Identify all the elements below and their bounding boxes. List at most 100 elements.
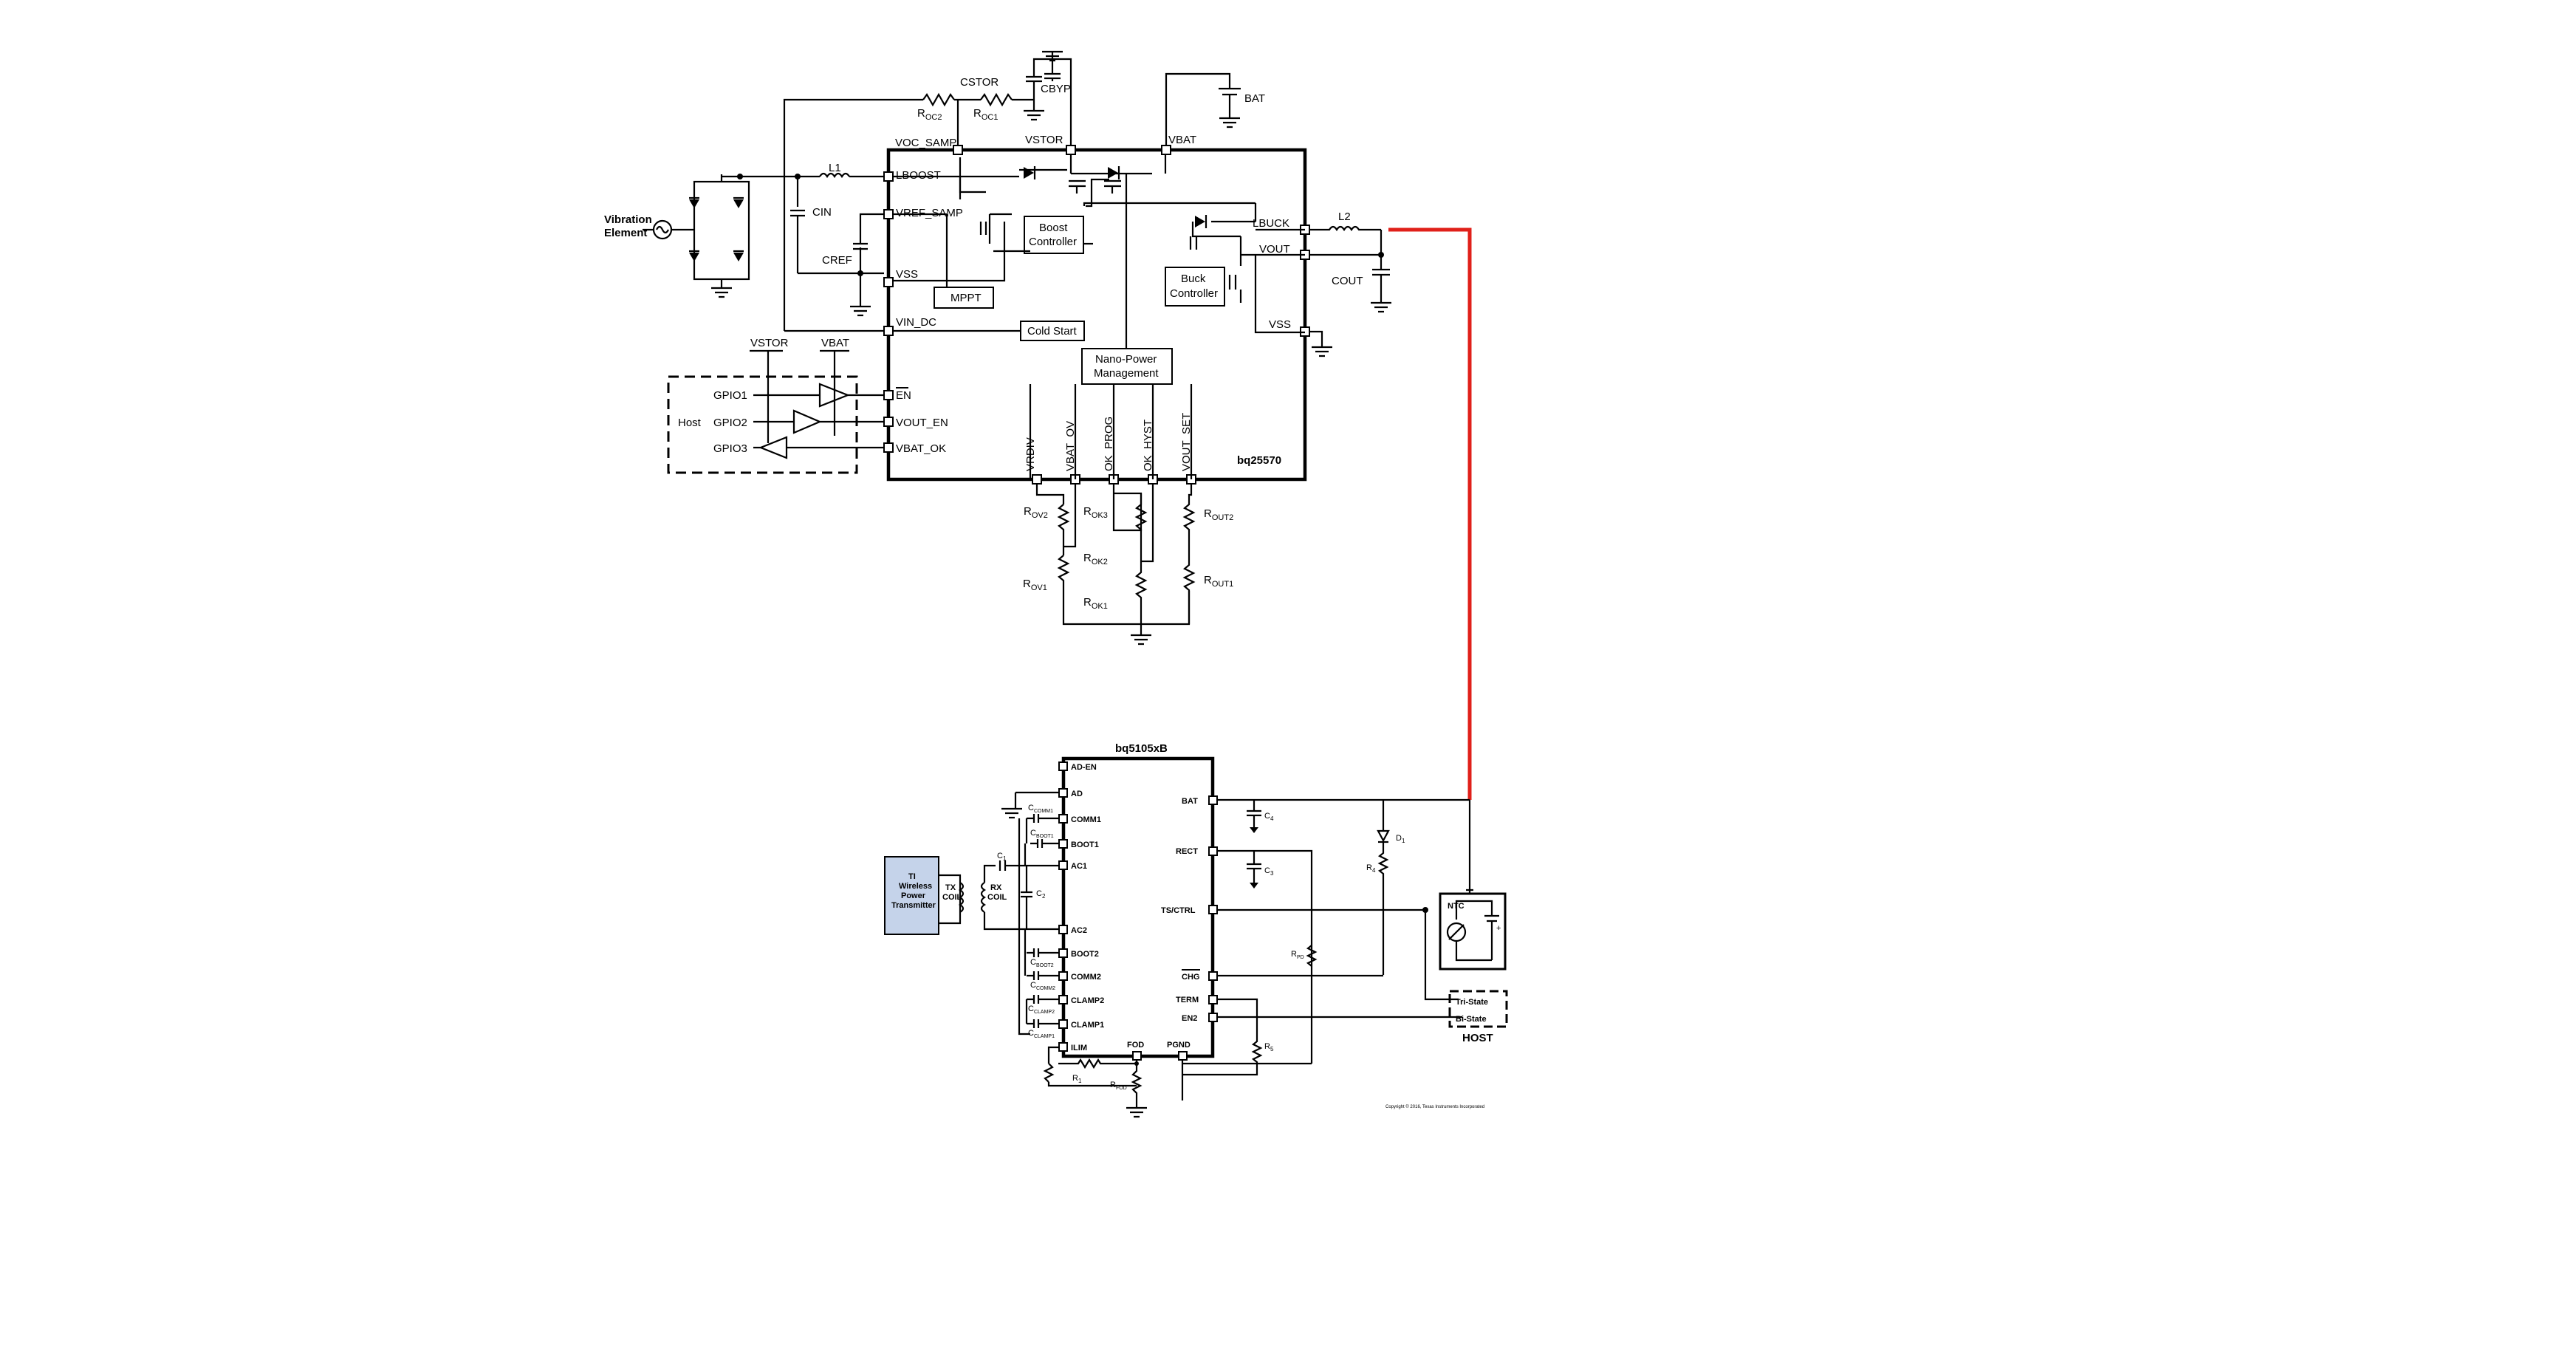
management-label: Management <box>1094 367 1159 380</box>
cclamp1-label: CCLAMP1 <box>1028 1029 1055 1039</box>
pin-vout-en: VOUT_EN <box>896 417 948 429</box>
bq25570-internal-wiring <box>893 154 1305 479</box>
bottom-host-box <box>1448 990 1508 1028</box>
tri-state-label: Tri-State <box>1456 998 1488 1007</box>
pin-voc-samp: VOC_SAMP <box>895 137 956 149</box>
mppt-label: MPPT <box>950 292 982 304</box>
rpd-label: RPD <box>1291 950 1304 960</box>
bottom-resistor-network: ROV2 ROV1 ROK3 ROK2 ROK1 ROUT2 ROUT1 <box>1023 484 1233 646</box>
r5-label: R5 <box>1264 1042 1274 1052</box>
bottom-host-label: HOST <box>1462 1032 1493 1044</box>
pin-ad: AD <box>1071 790 1083 798</box>
ccomm2-label: CCOMM2 <box>1030 981 1055 991</box>
pin-fod: FOD <box>1127 1041 1144 1050</box>
c1-label: C1 <box>997 852 1007 862</box>
bq25570-chip-name: bq25570 <box>1237 454 1281 467</box>
ccomm1-label: CCOMM1 <box>1028 804 1053 814</box>
bq25570-right-pins: LBUCK VOUT VSS <box>1253 217 1310 337</box>
pin-ac1: AC1 <box>1071 862 1087 871</box>
top-bus-wiring: ROC2 ROC1 CSTOR CBYP <box>783 50 1072 332</box>
cboot1-label: CBOOT1 <box>1030 829 1054 839</box>
pin-pgnd: PGND <box>1167 1041 1191 1050</box>
buck-controller-label: Controller <box>1170 287 1218 300</box>
pin-comm1: COMM1 <box>1071 815 1101 824</box>
mppt-block <box>934 287 994 309</box>
pin-vbat-ov: VBAT_OV <box>1064 421 1077 471</box>
pin-vbat: VBAT <box>1168 134 1196 146</box>
left-capacitor-ladder: CCOMM1 CBOOT1 CBOOT2 CCOMM2 CCLAMP2 CCLA… <box>1000 791 1059 1039</box>
pin-lbuck: LBUCK <box>1253 217 1289 230</box>
rx-coil-label-1: RX <box>990 883 1002 892</box>
input-network: CIN L1 CREF <box>722 162 884 317</box>
vibration-source: Vibration Element <box>604 213 694 240</box>
element-label: Element <box>604 227 647 239</box>
pin-ts-ctrl: TS/CTRL <box>1161 906 1196 915</box>
boost-label: Boost <box>1039 222 1068 234</box>
host-vstor-label: VSTOR <box>750 337 789 349</box>
pin-boot2: BOOT2 <box>1071 950 1099 959</box>
pin-vss-right: VSS <box>1269 318 1291 331</box>
r1-label: R1 <box>1072 1074 1082 1084</box>
rfod-label: RFOD <box>1110 1081 1127 1091</box>
gpio2-label: GPIO2 <box>713 417 747 429</box>
bat-label: BAT <box>1244 92 1265 105</box>
vibration-label: Vibration <box>604 213 652 226</box>
internal-diode-1 <box>1024 166 1036 179</box>
l1-label: L1 <box>829 162 841 174</box>
cref-label: CREF <box>822 254 852 267</box>
pin-ilim: ILIM <box>1071 1044 1087 1052</box>
tx-coil-label-1: TX <box>945 883 956 892</box>
pin-term: TERM <box>1176 996 1199 1004</box>
cin-label: CIN <box>812 206 832 219</box>
internal-diode-2 <box>1108 166 1120 179</box>
c3-label: C3 <box>1264 866 1274 877</box>
pin-ad-en: AD-EN <box>1071 763 1097 772</box>
pin-vstor: VSTOR <box>1025 134 1063 146</box>
pin-vout: VOUT <box>1259 243 1290 256</box>
battery-bat: BAT <box>1165 72 1265 146</box>
pin-clamp1: CLAMP1 <box>1071 1021 1104 1030</box>
output-network: L2 COUT <box>1309 210 1393 357</box>
bq5105xb-chip-name: bq5105xB <box>1115 742 1168 755</box>
bq25570-circuit: bq25570 VOC_SAMP LBOOST VREF_SAMP VSS VI… <box>604 50 1393 646</box>
boost-controller-label: Controller <box>1029 236 1077 248</box>
l2-label: L2 <box>1338 210 1351 223</box>
rok2-label: ROK2 <box>1083 552 1108 566</box>
bq25570-bottom-pins: VRDIV VBAT_OV OK_PROG OK_HYST VOUT_SET <box>1024 413 1196 485</box>
pin-bat: BAT <box>1182 797 1198 806</box>
bridge-rectifier <box>689 174 750 298</box>
svg-text:+: + <box>1496 924 1501 933</box>
rx-coil-label-2: COIL <box>987 893 1007 902</box>
top-host-label: Host <box>678 417 702 429</box>
bi-state-label: Bi-State <box>1456 1015 1487 1024</box>
pin-rect: RECT <box>1176 847 1198 856</box>
cstor-label: CSTOR <box>960 76 998 89</box>
boost-controller-block <box>1024 216 1084 254</box>
pin-ok-prog: OK_PROG <box>1103 417 1115 471</box>
rok3-label: ROK3 <box>1083 505 1108 520</box>
pin-vbat-ok: VBAT_OK <box>896 442 946 455</box>
pin-ac2: AC2 <box>1071 926 1087 935</box>
buck-controller-block <box>1165 267 1225 307</box>
bq5105xb-left-pins: AD-EN AD COMM1 BOOT1 AC1 AC2 BOOT2 COMM2… <box>1058 761 1104 1052</box>
pin-ok-hyst: OK_HYST <box>1142 420 1154 471</box>
tx-power-label: Power <box>901 891 926 900</box>
buck-label: Buck <box>1181 273 1206 285</box>
pin-chg: CHG <box>1182 973 1199 982</box>
rout1-label: ROUT1 <box>1204 574 1233 589</box>
c2-label: C2 <box>1036 889 1046 900</box>
gpio3-label: GPIO3 <box>713 442 747 455</box>
bq25570-chip-body <box>886 148 1307 482</box>
cbyp-label: CBYP <box>1041 83 1071 95</box>
pin-vout-set: VOUT_SET <box>1180 413 1193 471</box>
cout-label: COUT <box>1332 275 1363 287</box>
tx-wireless-label: Wireless <box>899 882 932 891</box>
internal-mosfets <box>979 179 1242 303</box>
right-side-network: C4 C3 D1 R4 RPD R5 NTC <box>1182 798 1508 1076</box>
pin-vin-dc: VIN_DC <box>896 316 936 329</box>
r4-label: R4 <box>1366 863 1376 874</box>
cold-start-label: Cold Start <box>1027 325 1078 338</box>
rok1-label: ROK1 <box>1083 596 1108 611</box>
bq5105xb-right-pins: BAT RECT TS/CTRL CHG TERM EN2 <box>1161 795 1218 1023</box>
